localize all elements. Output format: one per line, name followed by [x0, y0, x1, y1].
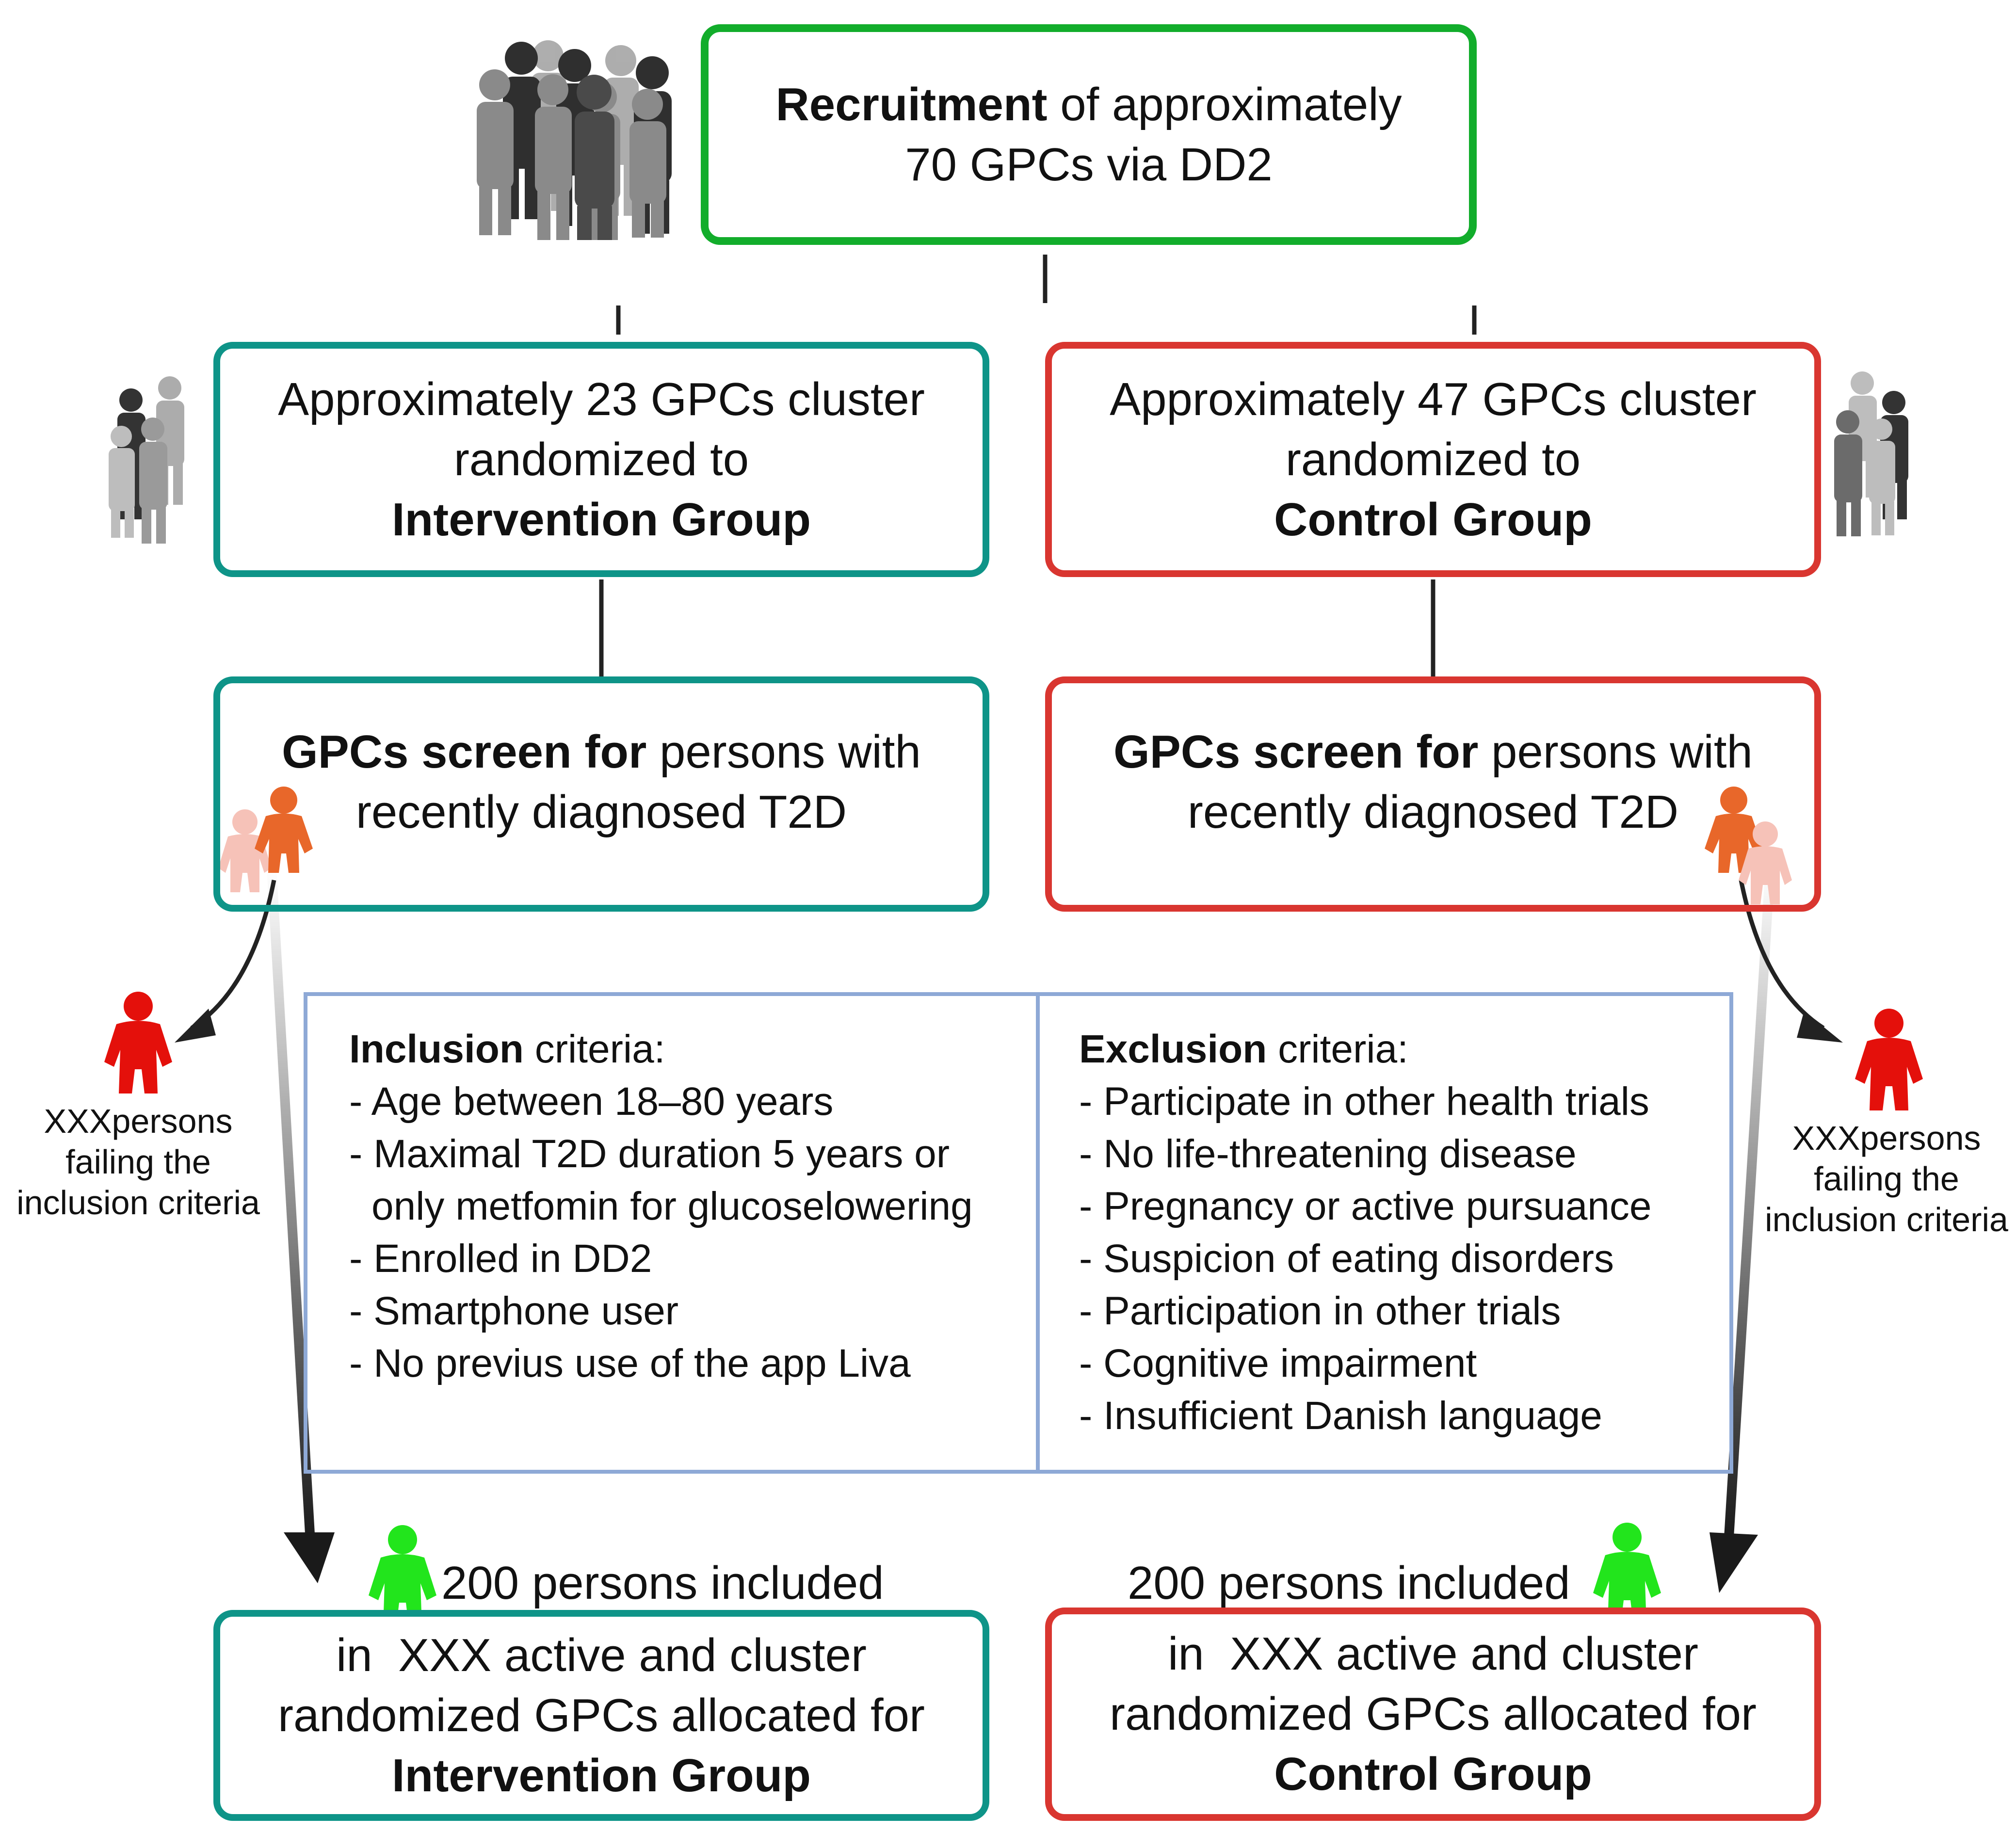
control-rand-line1: Approximately 47 GPCs cluster	[1110, 373, 1757, 425]
intervention-screen-box: GPCs screen for persons with recently di…	[213, 676, 989, 912]
doctors-right-icon	[1834, 371, 1908, 536]
control-screen-line2: recently diagnosed T2D	[1187, 786, 1679, 838]
final-control-box: in XXX active and cluster randomized GPC…	[1045, 1608, 1821, 1821]
inclusion-item: only metfomin for glucoselowering	[371, 1184, 973, 1228]
inclusion-criteria: Inclusion criteria: - Age between 18–80 …	[349, 1023, 973, 1390]
intervention-rand-line3: Intervention Group	[391, 493, 811, 546]
recruitment-box: Recruitment of approximately 70 GPCs via…	[701, 24, 1477, 245]
inclusion-title-rest: criteria:	[523, 1027, 665, 1071]
intervention-screen-bold: GPCs screen for	[282, 725, 647, 778]
person-orange-icon-left	[255, 787, 313, 873]
exclusion-criteria: Exclusion criteria: - Participate in oth…	[1079, 1023, 1652, 1442]
intervention-rand-line2: randomized to	[453, 433, 749, 485]
control-screen-bold: GPCs screen for	[1113, 725, 1479, 778]
exclusion-item: - Cognitive impairment	[1079, 1341, 1477, 1385]
arrow-right-excluded-head	[1797, 1011, 1843, 1043]
included-person-icon-left	[369, 1525, 436, 1627]
final-intervention-line1: in XXX active and cluster	[336, 1629, 867, 1681]
arrow-right-included	[1724, 868, 1775, 1538]
exclusion-item: - Pregnancy or active pursuance	[1079, 1184, 1652, 1228]
inclusion-item: - Smartphone user	[349, 1289, 679, 1333]
control-screen-box: GPCs screen for persons with recently di…	[1045, 676, 1821, 912]
arrow-right-included-head	[1710, 1532, 1758, 1593]
failing-line1: XXXpersons	[1792, 1119, 1981, 1157]
doctors-group-icon	[477, 40, 672, 240]
inclusion-item: - Maximal T2D duration 5 years or	[349, 1132, 950, 1176]
exclusion-title-rest: criteria:	[1267, 1027, 1408, 1071]
control-randomized-box: Approximately 47 GPCs cluster randomized…	[1045, 342, 1821, 577]
failing-line3: inclusion criteria	[16, 1184, 260, 1222]
control-rand-line2: randomized to	[1285, 433, 1581, 485]
failing-line3: inclusion criteria	[1765, 1201, 2008, 1238]
failing-line1: XXXpersons	[44, 1102, 233, 1140]
recruitment-bold: Recruitment	[775, 78, 1048, 130]
final-control-line2: randomized GPCs allocated for	[1110, 1688, 1757, 1740]
exclusion-item: - Suspicion of eating disorders	[1079, 1237, 1614, 1281]
exclusion-item: - Participate in other health trials	[1079, 1079, 1649, 1124]
final-control-line3: Control Group	[1274, 1748, 1592, 1800]
inclusion-item: - Age between 18–80 years	[349, 1079, 834, 1124]
failing-label-right: XXXpersons failing the inclusion criteri…	[1751, 1118, 2016, 1240]
final-intervention-line3: Intervention Group	[392, 1749, 811, 1801]
excluded-person-icon-right	[1855, 1009, 1923, 1110]
inclusion-item: - No previus use of the app Liva	[349, 1341, 911, 1385]
recruitment-rest: of approximately	[1047, 78, 1402, 130]
included-person-icon-right	[1593, 1523, 1661, 1624]
arrow-left-excluded-head	[175, 1009, 216, 1043]
excluded-person-icon-left	[104, 992, 172, 1093]
exclusion-item: - Insufficient Danish language	[1079, 1394, 1602, 1438]
intervention-randomized-box: Approximately 23 GPCs cluster randomized…	[213, 342, 989, 577]
final-intervention-line2: randomized GPCs allocated for	[278, 1689, 925, 1741]
intervention-rand-line1: Approximately 23 GPCs cluster	[278, 373, 925, 425]
exclusion-title-bold: Exclusion	[1079, 1027, 1267, 1071]
inclusion-title-bold: Inclusion	[349, 1027, 524, 1071]
exclusion-item: - Participation in other trials	[1079, 1289, 1561, 1333]
recruitment-line2: 70 GPCs via DD2	[905, 138, 1273, 191]
included-label-left: 200 persons included	[441, 1557, 884, 1609]
criteria-panel	[304, 992, 1733, 1474]
failing-line2: failing the	[65, 1143, 211, 1181]
failing-line2: failing the	[1814, 1160, 1959, 1198]
inclusion-item: - Enrolled in DD2	[349, 1237, 652, 1281]
intervention-screen-rest: persons with	[646, 725, 921, 778]
included-label-right: 200 persons included	[1128, 1557, 1570, 1609]
control-screen-rest: persons with	[1478, 725, 1753, 778]
doctors-left-icon	[109, 376, 184, 544]
intervention-screen-line2: recently diagnosed T2D	[355, 786, 847, 838]
exclusion-item: - No life-threatening disease	[1079, 1132, 1577, 1176]
failing-label-left: XXXpersons failing the inclusion criteri…	[2, 1101, 274, 1223]
final-intervention-box: in XXX active and cluster randomized GPC…	[213, 1610, 989, 1821]
person-light-icon-right	[1739, 821, 1792, 904]
final-control-line1: in XXX active and cluster	[1168, 1628, 1698, 1680]
control-rand-line3: Control Group	[1274, 493, 1592, 546]
arrow-left-included-head	[284, 1532, 335, 1583]
